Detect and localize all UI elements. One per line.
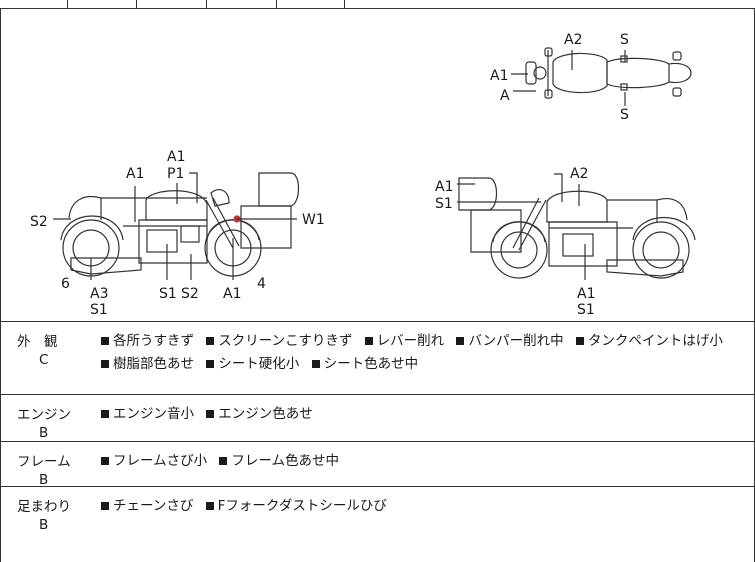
label-left-s1-b: S1 (159, 286, 177, 302)
table-cell-divider (276, 0, 277, 8)
condition-item: フレーム色あせ中 (219, 453, 339, 469)
label-right-s1: S1 (435, 196, 453, 212)
condition-grade: C (39, 352, 49, 368)
leader-lines (53, 50, 626, 280)
top-table-row (0, 0, 755, 9)
condition-row-engine: エンジン B エンジン音小 エンジン色あせ (1, 395, 754, 442)
bullet-icon (219, 456, 228, 465)
condition-category: 外 観 (17, 334, 58, 350)
left-side-motorcycle (60, 172, 300, 277)
label-left-p1: P1 (167, 166, 184, 182)
condition-items: チェーンさび Fフォークダストシールひび (101, 495, 746, 518)
label-top-s: S (620, 32, 629, 48)
bullet-icon (575, 336, 584, 345)
condition-items: エンジン音小 エンジン色あせ (101, 403, 746, 426)
condition-item: 樹脂部色あせ (101, 356, 194, 372)
label-top-a1: A1 (490, 68, 508, 84)
condition-head: 足まわり B (1, 487, 85, 562)
condition-item: エンジン色あせ (206, 406, 313, 422)
table-cell-divider (67, 0, 68, 8)
condition-head: 外 観 C (1, 322, 85, 394)
condition-row-frame: フレーム B フレームさび小 フレーム色あせ中 (1, 442, 754, 488)
bullet-icon (101, 336, 109, 345)
condition-item: バンパー削れ中 (456, 333, 564, 349)
label-left-w1: W1 (302, 212, 325, 228)
bullet-icon (206, 409, 215, 418)
label-left-a3: A3 (90, 286, 108, 302)
condition-row-exterior: 外 観 C 各所うすきず スクリーンこすりきず レバー削れ バンパー削れ中 タン… (1, 322, 754, 395)
condition-grade: B (39, 425, 49, 441)
label-top-a: A (500, 88, 510, 104)
condition-category: エンジン (17, 407, 71, 423)
condition-item: フレームさび小 (101, 453, 207, 469)
label-left-a1-bottom: A1 (223, 286, 241, 302)
label-left-s1-a: S1 (90, 302, 108, 318)
damage-diagram: A2 S A1 A S A1 P1 A1 S2 W1 6 A3 S1 S1 S2… (0, 8, 755, 322)
condition-item: スクリーンこすりきず (206, 333, 352, 349)
label-right-a1-bottom: A1 (577, 286, 595, 302)
condition-category: フレーム (17, 454, 71, 470)
label-left-4: 4 (257, 276, 266, 292)
label-right-a1: A1 (435, 179, 453, 195)
condition-grade: B (39, 517, 49, 533)
bullet-icon (101, 456, 109, 465)
label-right-s1-bottom: S1 (577, 302, 595, 318)
condition-items: フレームさび小 フレーム色あせ中 (101, 450, 746, 473)
condition-item: 各所うすきず (101, 333, 194, 349)
condition-category: 足まわり (17, 499, 71, 515)
table-cell-divider (136, 0, 137, 8)
condition-item: シート色あせ中 (311, 356, 418, 372)
top-view-motorcycle (525, 47, 692, 99)
bullet-icon (311, 359, 320, 368)
bullet-icon (364, 336, 373, 345)
label-top-s-bottom: S (620, 107, 629, 123)
table-cell-divider (344, 0, 345, 8)
condition-item: シート硬化小 (206, 356, 299, 372)
bullet-icon (206, 336, 215, 345)
condition-head: エンジン B (1, 395, 85, 441)
label-left-s2-b: S2 (181, 286, 199, 302)
bullet-icon (101, 501, 109, 510)
bullet-icon (456, 336, 465, 345)
condition-item: レバー削れ (364, 333, 444, 349)
right-side-motorcycle (458, 173, 696, 279)
label-top-a2: A2 (564, 32, 582, 48)
condition-grade: B (39, 472, 49, 488)
diagram-labels: A2 S A1 A S A1 P1 A1 S2 W1 6 A3 S1 S1 S2… (30, 32, 629, 318)
label-left-a1-top: A1 (167, 149, 185, 165)
table-cell-divider (206, 0, 207, 8)
condition-item: Fフォークダストシールひび (205, 498, 387, 514)
condition-head: フレーム B (1, 442, 85, 488)
condition-items: 各所うすきず スクリーンこすりきず レバー削れ バンパー削れ中 タンクペイントは… (101, 330, 746, 376)
bullet-icon (101, 359, 109, 368)
motorcycle-diagram-svg: A2 S A1 A S A1 P1 A1 S2 W1 6 A3 S1 S1 S2… (30, 32, 696, 318)
condition-item: タンクペイントはげ小 (575, 333, 723, 349)
condition-row-suspension: 足まわり B チェーンさび Fフォークダストシールひび (1, 487, 754, 562)
label-right-a2: A2 (570, 166, 588, 182)
label-left-s2: S2 (30, 214, 48, 230)
condition-table: 外 観 C 各所うすきず スクリーンこすりきず レバー削れ バンパー削れ中 タン… (0, 322, 755, 562)
label-left-6: 6 (61, 276, 70, 292)
label-left-a1: A1 (126, 166, 144, 182)
bullet-icon (206, 359, 215, 368)
condition-item: エンジン音小 (101, 406, 194, 422)
bullet-icon (101, 409, 109, 418)
bullet-icon (205, 501, 214, 510)
condition-item: チェーンさび (101, 498, 193, 514)
